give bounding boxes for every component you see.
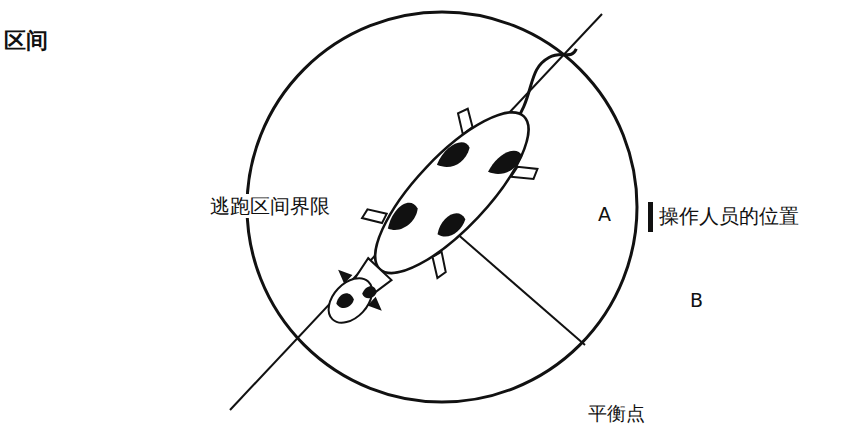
cow-spots <box>318 115 526 331</box>
operator-marker <box>648 202 653 232</box>
zone-boundary-label: 逃跑区间界限 <box>208 194 332 218</box>
cut-heading: 区间 <box>2 28 50 54</box>
point-letter: B <box>688 289 705 312</box>
cow-figure <box>296 20 618 353</box>
cow-ears <box>334 265 386 315</box>
cow-body <box>354 92 550 294</box>
cow-head <box>320 270 380 331</box>
operator-label: 操作人员的位置 <box>657 204 801 228</box>
balance-point-label: 平衡点 <box>586 402 647 425</box>
point-letter: A <box>596 203 613 226</box>
